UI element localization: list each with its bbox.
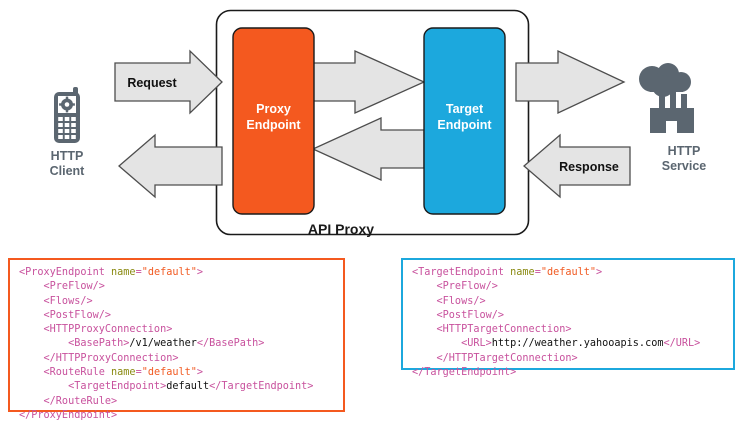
request-arrow-label: Request (127, 76, 177, 90)
code-line: <PreFlow/> (19, 280, 335, 294)
code-line: <RouteRule name="default"> (19, 366, 335, 380)
code-line: </ProxyEndpoint> (19, 409, 335, 423)
code-line: <TargetEndpoint>default</TargetEndpoint> (19, 380, 335, 394)
service-response-arrow (523, 133, 631, 199)
code-token-tag: > (196, 267, 204, 278)
code-token-tag: <Flows/> (412, 295, 486, 307)
code-line: </HTTPProxyConnection> (19, 352, 335, 366)
http-client-icon (54, 87, 80, 143)
code-line: <Flows/> (19, 295, 335, 309)
code-token-tag: <ProxyEndpoint (19, 267, 112, 278)
code-token-tag: </BasePath> (196, 338, 265, 350)
code-line: <HTTPProxyConnection> (19, 323, 335, 337)
api-proxy-flow-diagram: Request Response Proxy Endpoint Target E… (50, 9, 707, 237)
api-proxy-label: API Proxy (308, 221, 374, 237)
code-token-tag: = (534, 267, 541, 278)
code-token-tag: <PreFlow/> (19, 281, 105, 293)
http-service-label-line1: HTTP (668, 144, 701, 158)
code-line: <HTTPTargetConnection> (412, 323, 725, 337)
target-endpoint-block[interactable] (423, 27, 506, 215)
code-token-text: http://weather.yahooapis.com (491, 338, 664, 350)
code-line: <TargetEndpoint name="default"> (412, 266, 725, 280)
code-token-tag: <PreFlow/> (412, 281, 498, 293)
target-to-service-arrow (515, 49, 626, 115)
request-arrow (114, 49, 223, 115)
target-endpoint-label-line1: Target (446, 102, 484, 116)
code-token-val: "default" (141, 267, 197, 278)
code-token-tag: <URL> (412, 338, 492, 350)
code-token-tag: <PostFlow/> (412, 309, 505, 321)
code-line: </HTTPTargetConnection> (412, 352, 725, 366)
code-line: <PostFlow/> (412, 309, 725, 323)
http-client-label-line2: Client (50, 164, 86, 178)
code-token-tag: </TargetEndpoint> (412, 367, 517, 379)
code-token-tag: <TargetEndpoint (412, 267, 511, 278)
code-token-tag: <HTTPTargetConnection> (412, 324, 572, 336)
proxy-endpoint-block[interactable] (232, 27, 315, 215)
proxy-to-target-arrow (312, 49, 426, 115)
target-to-proxy-arrow (311, 116, 425, 182)
proxy-endpoint-code-block[interactable]: <ProxyEndpoint name="default"> <PreFlow/… (8, 258, 345, 421)
response-arrow-label: Response (559, 160, 619, 174)
code-token-tag: > (596, 267, 603, 278)
code-token-tag: = (135, 267, 142, 278)
code-token-tag: <RouteRule (19, 367, 112, 379)
code-token-tag: </RouteRule> (19, 395, 118, 407)
code-token-tag: <HTTPProxyConnection> (19, 324, 173, 336)
code-line: </TargetEndpoint> (412, 366, 725, 380)
code-token-tag: </ProxyEndpoint> (19, 409, 118, 421)
code-token-tag: </HTTPProxyConnection> (19, 352, 179, 364)
code-line: <Flows/> (412, 295, 725, 309)
code-token-attr: name (510, 267, 535, 278)
code-token-text: /v1/weather (129, 338, 197, 350)
code-token-tag: <BasePath> (19, 338, 130, 350)
http-client-label-line1: HTTP (51, 149, 84, 163)
code-token-val: "default" (540, 267, 597, 278)
client-response-arrow (118, 133, 223, 199)
code-line: <PreFlow/> (412, 280, 725, 294)
http-service-icon (639, 63, 694, 133)
code-token-tag: </HTTPTargetConnection> (412, 352, 578, 364)
code-token-tag: </URL> (663, 338, 701, 350)
target-endpoint-label-line2: Endpoint (437, 118, 492, 132)
code-token-tag: <TargetEndpoint> (19, 381, 167, 393)
code-line: <BasePath>/v1/weather</BasePath> (19, 337, 335, 351)
code-token-tag: > (196, 367, 204, 379)
code-line: <ProxyEndpoint name="default"> (19, 266, 335, 280)
target-endpoint-code-block[interactable]: <TargetEndpoint name="default"> <PreFlow… (401, 258, 735, 378)
code-token-tag: <PostFlow/> (19, 309, 112, 321)
code-token-val: "default" (141, 367, 197, 379)
code-line: <URL>http://weather.yahooapis.com</URL> (412, 337, 725, 351)
code-line: </RouteRule> (19, 395, 335, 409)
http-service-label-line2: Service (662, 159, 707, 173)
code-token-attr: name (111, 367, 136, 379)
code-token-text: default (166, 381, 210, 393)
code-token-tag: <Flows/> (19, 295, 93, 307)
proxy-endpoint-label-line2: Endpoint (246, 118, 301, 132)
code-token-tag: = (135, 367, 142, 379)
proxy-endpoint-label-line1: Proxy (256, 102, 291, 116)
code-token-attr: name (111, 267, 136, 278)
code-token-tag: </TargetEndpoint> (209, 381, 314, 393)
code-line: <PostFlow/> (19, 309, 335, 323)
